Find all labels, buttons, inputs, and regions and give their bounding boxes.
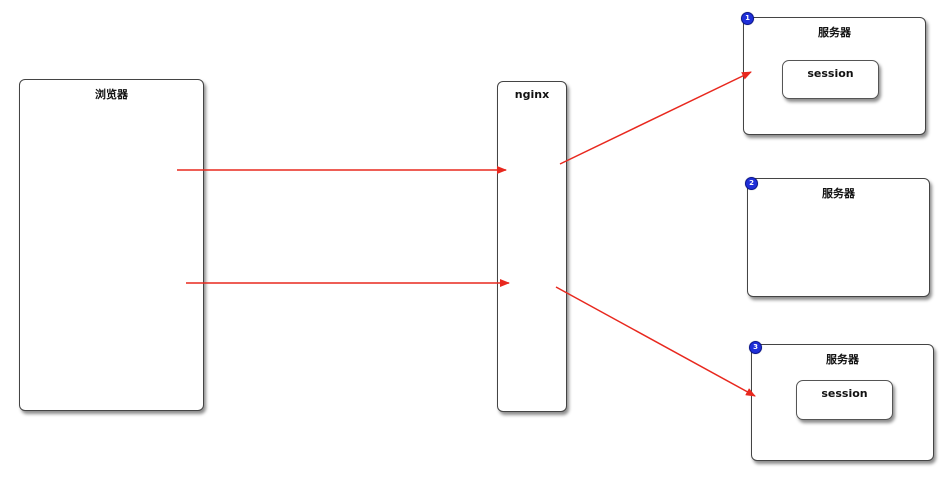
server-label-1: 服务器 [818,26,851,39]
server-badge-3: 3 [749,341,762,354]
session-label-3: session [821,387,868,400]
browser-label: 浏览器 [95,88,128,101]
session-box-3: session [796,380,893,420]
server-label-2: 服务器 [822,187,855,200]
server-box-2: 服务器 [747,178,930,297]
server-box-3: 服务器 session [751,344,934,461]
arrow-nginx-to-server-3 [555,286,756,397]
browser-box: 浏览器 [19,79,204,411]
server-box-1: 服务器 session [743,17,926,135]
server-label-3: 服务器 [826,353,859,366]
session-label-1: session [807,67,854,80]
server-badge-2: 2 [745,177,758,190]
nginx-label: nginx [514,88,550,101]
session-box-1: session [782,60,879,99]
arrow-nginx-to-server-1 [559,71,752,165]
server-badge-1: 1 [741,12,754,25]
nginx-box: nginx [497,81,567,412]
